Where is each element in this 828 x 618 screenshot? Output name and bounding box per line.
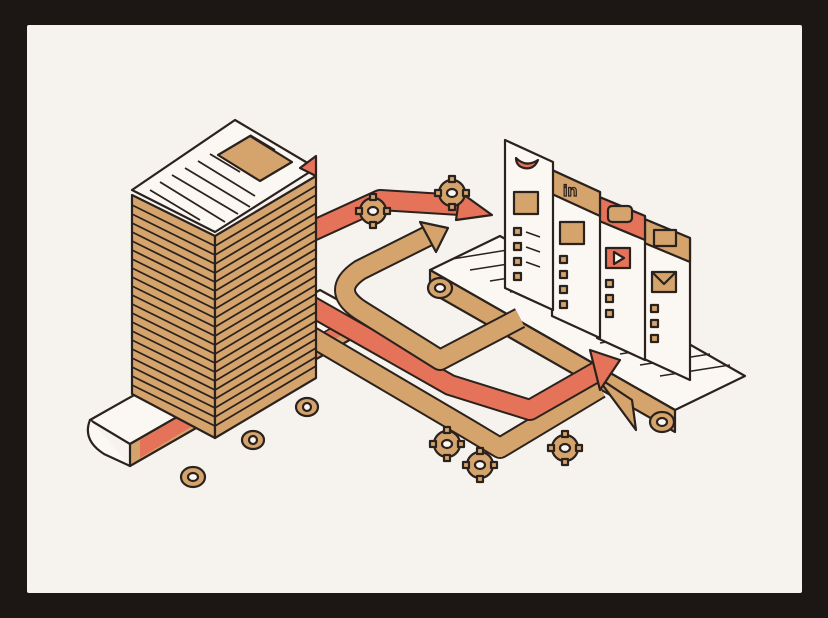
envelope-icon <box>652 228 678 248</box>
tan-path-lower <box>295 322 605 457</box>
play-icon <box>606 204 634 224</box>
card-twitter <box>503 138 555 312</box>
channel-cards: in <box>503 138 692 382</box>
illustration-canvas: in <box>27 25 802 593</box>
card-youtube <box>595 194 647 362</box>
gear-icon <box>546 429 584 467</box>
card-linkedin: in <box>550 168 602 340</box>
flow-arrows <box>294 189 638 459</box>
coral-path-middle <box>295 292 605 419</box>
linkedin-icon: in <box>563 183 577 200</box>
twitter-bird-icon <box>512 190 540 216</box>
card-email <box>640 216 692 382</box>
linkedin-icon <box>558 220 586 246</box>
twitter-bird-icon <box>514 156 540 170</box>
pipeline-illustration: in <box>86 118 747 489</box>
tan-path-upper <box>336 226 525 369</box>
document-stack <box>130 118 318 440</box>
